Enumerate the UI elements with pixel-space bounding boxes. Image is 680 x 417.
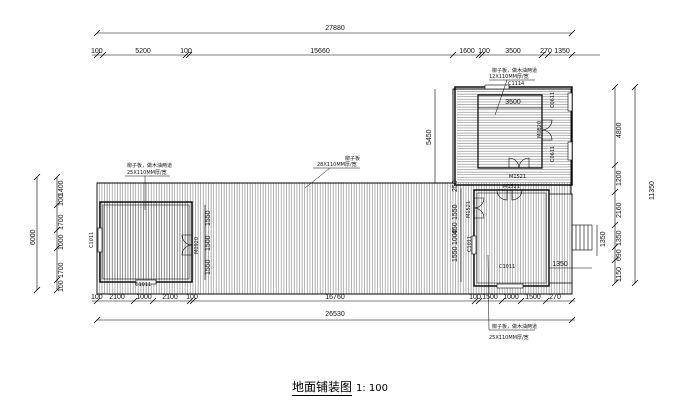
dim-top-4: 15660 — [310, 48, 330, 55]
dimension-lines — [36, 32, 636, 321]
exterior-steps — [571, 224, 593, 251]
label-wood1-a: 柳子板，做木油两道 — [492, 67, 537, 74]
dim-bottom-2: 2100 — [109, 294, 125, 301]
dim-bottom-7: 100 — [469, 294, 481, 301]
dim-top-5: 1600 — [459, 48, 475, 55]
dim-left-overall: 6000 — [30, 229, 37, 245]
dim-left-4: 1700 — [58, 214, 65, 230]
dim-left-5: 100 — [58, 194, 65, 206]
tag-c0611-a: C0611 — [550, 92, 556, 108]
tag-c1011-mid: C1011 — [467, 236, 473, 252]
dim-left-2: 1700 — [58, 262, 65, 278]
dim-bottom-8: 1500 — [482, 294, 498, 301]
dim-right-3: 2160 — [616, 202, 623, 218]
drawing-scale: 1: 100 — [356, 383, 388, 394]
tag-m1521-a: M1521 — [509, 174, 526, 180]
dim-bottom-11: 270 — [549, 294, 561, 301]
tag-m0820: M0820 — [537, 121, 543, 138]
dim-top-1: 100 — [91, 48, 103, 55]
dim-right-4: 1350 — [616, 230, 623, 246]
dim-right-inner-450: 450 — [452, 222, 459, 234]
label-wood2-b: 28X110MM厚/宽 — [317, 161, 357, 168]
dim-right-inner-1550b: 1550 — [452, 246, 459, 262]
dim-annex-5450: 5450 — [426, 129, 433, 145]
tag-c1011-bottom: C1011 — [135, 282, 151, 288]
dim-right-2: 1200 — [616, 170, 623, 186]
dim-step-v: 1350 — [600, 231, 607, 247]
dim-left-1: 100 — [58, 280, 65, 292]
label-wood4-b: 25X110MM厚/宽 — [489, 334, 529, 341]
dim-annex-3500: 3500 — [505, 99, 521, 106]
dim-bottom-6: 16760 — [325, 294, 345, 301]
dim-bottom-overall: 26530 — [325, 311, 345, 318]
dim-bottom-1: 100 — [91, 294, 103, 301]
dim-inner-1550a: 1550 — [205, 210, 212, 226]
dim-bottom-10: 1500 — [525, 294, 541, 301]
drawing-title: 地面铺装图 — [291, 380, 352, 396]
dim-step-h: 1350 — [552, 261, 568, 268]
tag-m1521-c: M1521 — [466, 201, 472, 218]
dim-bottom-5: 100 — [186, 294, 198, 301]
dimension-texts: 27880 100 5200 100 15660 1600 100 3500 2… — [30, 25, 656, 318]
dim-right-inner-1000: 1000 — [452, 229, 459, 245]
dim-right-inner-1550: 1550 — [452, 204, 459, 220]
material-labels: 柳子板，做木油两道 12X110MM厚/宽 柳子板 28X110MM厚/宽 柳子… — [127, 67, 537, 341]
dim-bottom-4: 2100 — [162, 294, 178, 301]
label-wood2-a: 柳子板 — [345, 155, 360, 162]
dimension-ticks — [33, 29, 639, 324]
label-wood1-b: 12X110MM厚/宽 — [489, 73, 529, 80]
floor-hatch — [97, 89, 572, 294]
dim-top-3: 100 — [180, 48, 192, 55]
dim-top-overall: 27880 — [325, 25, 345, 32]
tag-m0920: M0920 — [194, 237, 200, 254]
dim-top-8: 270 — [540, 48, 552, 55]
dim-top-6: 100 — [478, 48, 490, 55]
dim-top-2: 5200 — [135, 48, 151, 55]
label-wood3-a: 柳子板，做木油两道 — [127, 162, 172, 169]
tag-c0611-b: C0611 — [550, 146, 556, 162]
tag-m1521-b: M1521 — [503, 184, 520, 190]
door-swings — [181, 119, 553, 256]
opening-labels: C1114 C0611 C0611 M0820 M1521 M1521 M152… — [89, 81, 556, 288]
dim-inner-1550b: 1550 — [205, 259, 212, 275]
dim-left-3: 1000 — [58, 234, 65, 250]
dim-top-7: 3500 — [505, 48, 521, 55]
tag-c1011-left: C1011 — [89, 232, 95, 248]
label-leaders — [125, 79, 535, 331]
dim-inner-1500: 1500 — [205, 235, 212, 251]
dim-right-5: 690 — [616, 249, 623, 261]
dim-left-6: 1400 — [58, 180, 65, 196]
dim-top-9: 1350 — [554, 48, 570, 55]
label-wood4-a: 柳子板，做木油两道 — [492, 323, 537, 330]
dim-right-1: 4800 — [616, 122, 623, 138]
label-wood3-b: 25X110MM厚/宽 — [127, 169, 167, 176]
dim-bottom-9: 1000 — [503, 294, 519, 301]
dim-right-overall: 11350 — [649, 181, 656, 200]
dim-right-6: 1150 — [616, 267, 623, 282]
drawing-caption: 地面铺装图 1: 100 — [0, 378, 680, 396]
dim-right-inner-250: 250 — [452, 180, 459, 192]
tag-c1114: C1114 — [508, 81, 524, 87]
dim-bottom-3: 1000 — [136, 294, 152, 301]
tag-c1011-right: C1011 — [499, 264, 515, 270]
window-marks — [97, 84, 573, 289]
